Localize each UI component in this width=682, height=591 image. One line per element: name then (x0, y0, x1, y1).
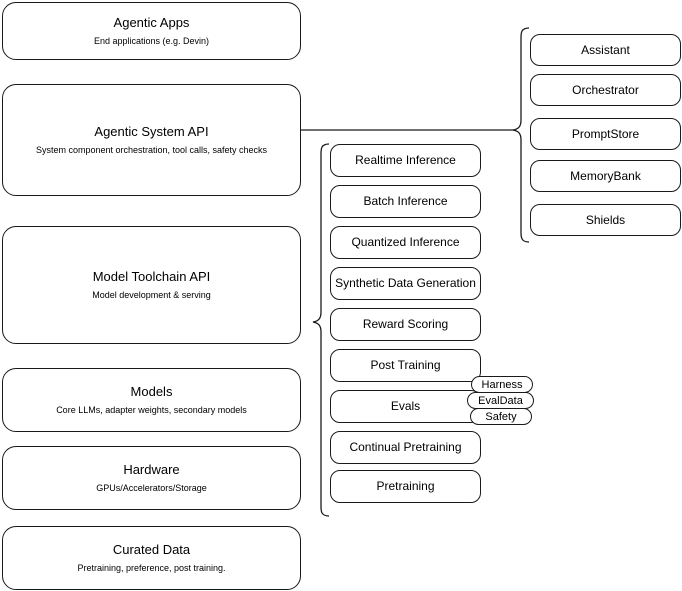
agentic-component-shields[interactable]: Shields (530, 204, 681, 236)
bracket-agentic-system-api (512, 27, 530, 243)
toolchain-item-label: Post Training (370, 358, 441, 372)
evals-subitem-label: Safety (485, 410, 517, 423)
agentic-component-assistant[interactable]: Assistant (530, 34, 681, 66)
evals-subitem-harness[interactable]: Harness (471, 376, 533, 393)
layer-subtitle: GPUs/Accelerators/Storage (96, 482, 207, 493)
evals-subitem-evaldata[interactable]: EvalData (467, 392, 534, 409)
layer-subtitle: System component orchestration, tool cal… (35, 144, 268, 155)
layer-box-models[interactable]: Models Core LLMs, adapter weights, secon… (2, 368, 301, 432)
toolchain-item-label: Pretraining (376, 479, 435, 493)
evals-subitem-label: EvalData (478, 394, 523, 407)
agentic-component-label: Orchestrator (572, 82, 639, 97)
toolchain-item-label: Realtime Inference (355, 153, 456, 167)
layer-title: Agentic System API (94, 124, 209, 140)
layer-subtitle: Model development & serving (92, 289, 211, 300)
toolchain-item-reward-scoring[interactable]: Reward Scoring (330, 308, 481, 341)
layer-subtitle: End applications (e.g. Devin) (93, 35, 210, 46)
agentic-component-label: Shields (585, 212, 626, 227)
toolchain-item-label: Reward Scoring (362, 317, 449, 331)
agentic-component-memorybank[interactable]: MemoryBank (530, 160, 681, 192)
toolchain-item-realtime-inference[interactable]: Realtime Inference (330, 144, 481, 177)
layer-title: Hardware (123, 462, 180, 478)
layer-title: Curated Data (112, 542, 191, 558)
evals-subitem-label: Harness (481, 378, 523, 391)
layer-subtitle: Pretraining, preference, post training. (77, 562, 226, 573)
layer-subtitle: Core LLMs, adapter weights, secondary mo… (56, 404, 247, 415)
layer-title: Models (130, 384, 173, 400)
toolchain-item-pretraining[interactable]: Pretraining (330, 470, 481, 503)
layer-title: Agentic Apps (113, 15, 190, 31)
layer-title: Model Toolchain API (92, 269, 211, 285)
toolchain-item-post-training[interactable]: Post Training (330, 349, 481, 382)
toolchain-item-label: Quantized Inference (351, 235, 460, 249)
toolchain-item-continual-pretraining[interactable]: Continual Pretraining (330, 431, 481, 464)
layer-box-agentic-apps[interactable]: Agentic Apps End applications (e.g. Devi… (2, 2, 301, 60)
toolchain-item-label: Synthetic Data Generation (335, 276, 476, 290)
evals-subitem-safety[interactable]: Safety (470, 408, 532, 425)
agentic-component-label: PromptStore (571, 126, 640, 141)
agentic-component-label: Assistant (581, 42, 630, 57)
toolchain-item-quantized-inference[interactable]: Quantized Inference (330, 226, 481, 259)
agentic-component-orchestrator[interactable]: Orchestrator (530, 74, 681, 106)
agentic-component-promptstore[interactable]: PromptStore (530, 118, 681, 150)
layer-box-curated-data[interactable]: Curated Data Pretraining, preference, po… (2, 526, 301, 590)
toolchain-item-batch-inference[interactable]: Batch Inference (330, 185, 481, 218)
toolchain-item-evals[interactable]: Evals (330, 390, 481, 423)
agentic-component-label: MemoryBank (570, 168, 641, 183)
toolchain-item-label: Evals (390, 399, 421, 413)
layer-box-model-toolchain-api[interactable]: Model Toolchain API Model development & … (2, 226, 301, 344)
bracket-model-toolchain-api (312, 143, 330, 517)
layer-box-agentic-system-api[interactable]: Agentic System API System component orch… (2, 84, 301, 196)
toolchain-item-synthetic-data-generation[interactable]: Synthetic Data Generation (330, 267, 481, 300)
layer-box-hardware[interactable]: Hardware GPUs/Accelerators/Storage (2, 446, 301, 510)
toolchain-item-label: Batch Inference (363, 194, 448, 208)
toolchain-item-label: Continual Pretraining (349, 440, 462, 454)
